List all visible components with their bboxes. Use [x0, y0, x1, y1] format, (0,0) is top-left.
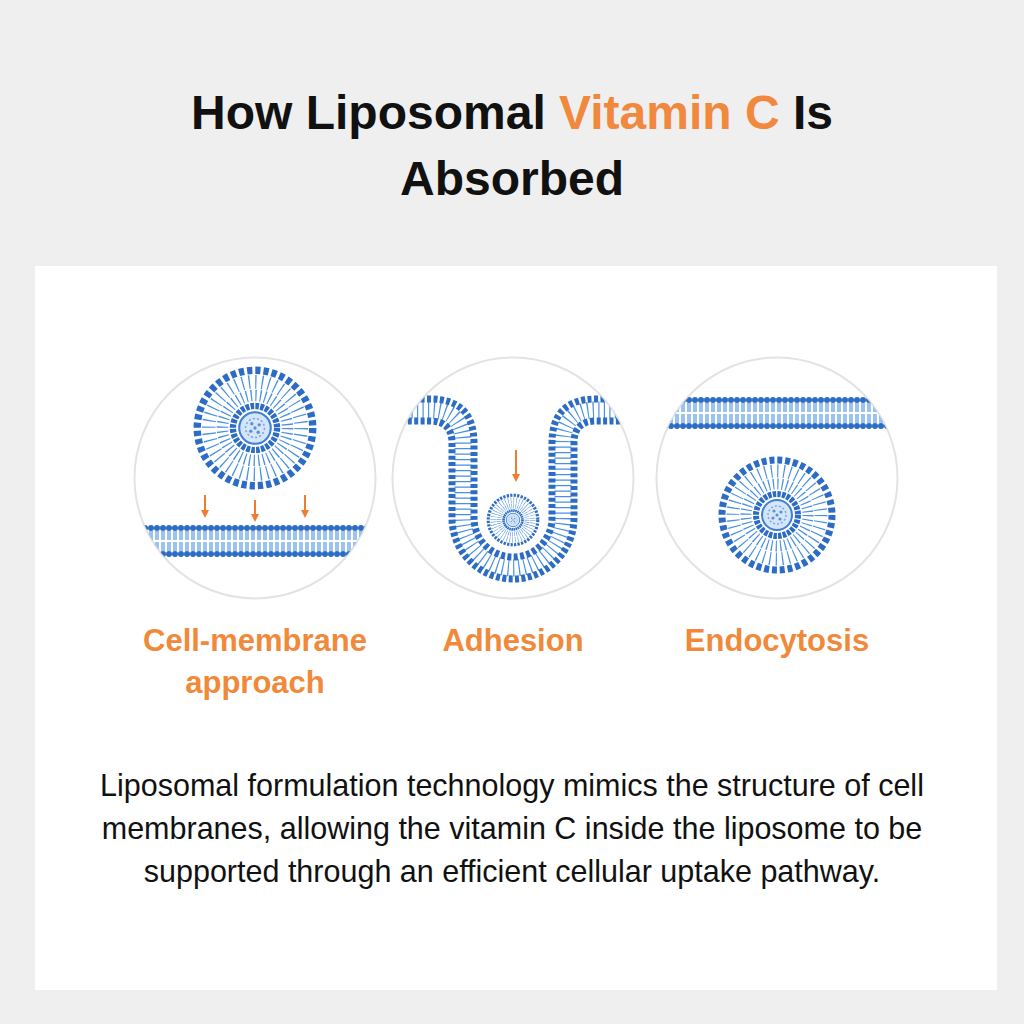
- title-word: Is: [793, 86, 833, 139]
- membrane-heads: [395, 399, 631, 557]
- approach-illustration: [130, 370, 380, 558]
- step-label: Cell-membrane approach: [110, 620, 400, 704]
- title-word: [780, 86, 793, 139]
- stage-circle: Cell-membrane approach: [133, 356, 377, 600]
- circle-border: [393, 358, 634, 599]
- stage-circle: Endocytosis: [655, 356, 899, 600]
- membrane-heads: [395, 421, 631, 579]
- membrane-tails: [395, 410, 631, 568]
- circle-outline: [133, 356, 377, 600]
- stage-circle: Adhesion: [391, 356, 635, 600]
- title-word: Absorbed: [400, 152, 624, 205]
- adhesion-illustration: [395, 399, 631, 579]
- circle-border: [657, 358, 898, 599]
- step-label: Adhesion: [383, 620, 643, 662]
- title-word: C: [745, 86, 780, 139]
- endocytosis-illustration: [650, 396, 910, 570]
- step-label: Endocytosis: [642, 620, 912, 662]
- liposome: [197, 370, 313, 486]
- title-word: Liposomal: [306, 86, 546, 139]
- circle-outline: [655, 356, 899, 600]
- circle-outline: [391, 356, 635, 600]
- title-word: Vitamin: [559, 86, 732, 139]
- caption: Liposomal formulation technology mimics …: [52, 764, 972, 893]
- liposome: [488, 495, 538, 545]
- approach-arrow: [204, 495, 206, 514]
- cell-membrane: [130, 524, 380, 558]
- approach-arrow: [254, 500, 256, 518]
- title-word: [732, 86, 745, 139]
- liposome: [722, 460, 832, 570]
- adhesion-arrow: [515, 450, 517, 478]
- title-word: [292, 86, 305, 139]
- title: How Liposomal Vitamin C Is Absorbed: [167, 80, 857, 212]
- circle-border: [135, 358, 376, 599]
- approach-arrow: [304, 495, 306, 514]
- title-word: [546, 86, 559, 139]
- cell-membrane: [650, 396, 910, 430]
- title-word: How: [191, 86, 292, 139]
